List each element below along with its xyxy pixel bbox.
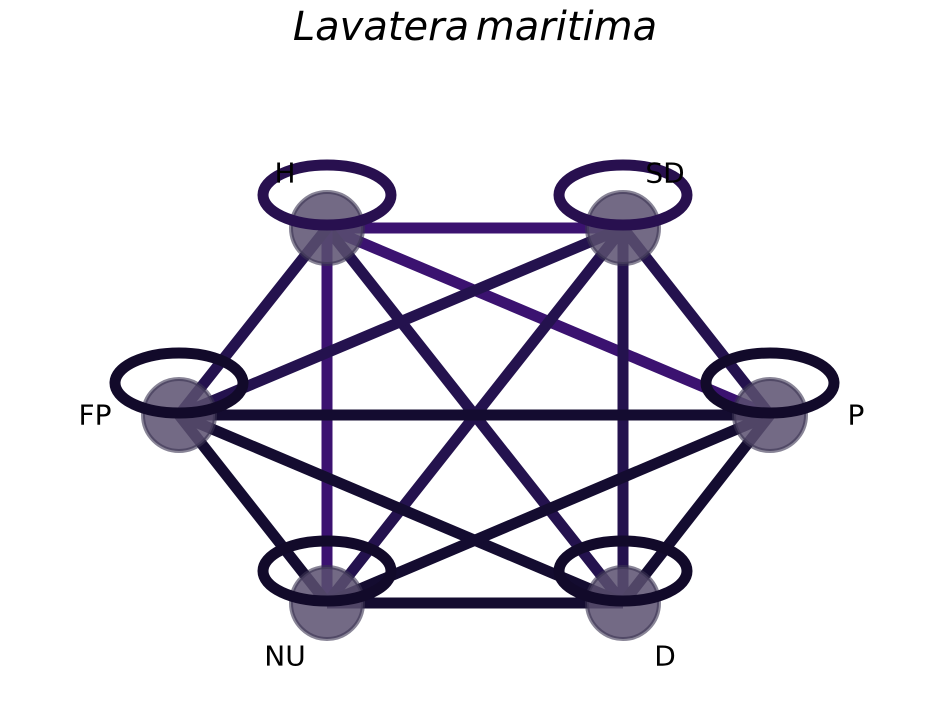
diagram-title: Lavatera maritima xyxy=(292,4,658,50)
edge-h-fp xyxy=(174,224,332,419)
self-loop-fp xyxy=(109,347,249,419)
edges-layer xyxy=(174,222,775,609)
node-label-fp: FP xyxy=(79,399,112,432)
node-label-nu: NU xyxy=(264,640,305,673)
self-loop-h xyxy=(257,159,397,231)
node-label-d: D xyxy=(654,640,676,673)
edge-nu-p xyxy=(324,409,773,609)
edge-fp-nu xyxy=(174,411,332,607)
node-label-p: P xyxy=(848,399,865,432)
edge-sd-p xyxy=(618,224,775,419)
labels-layer: H SD FP P NU D xyxy=(79,157,865,673)
self-loop-p xyxy=(700,347,840,419)
self-loop-sd xyxy=(553,159,693,231)
edge-fp-d xyxy=(176,409,626,609)
node-label-h: H xyxy=(274,157,295,190)
self-loop-nu xyxy=(257,535,397,607)
node-label-sd: SD xyxy=(645,157,684,190)
self-loop-d xyxy=(553,535,693,607)
self-loops-layer xyxy=(109,159,840,607)
edge-sd-fp xyxy=(176,222,626,421)
edge-d-p xyxy=(618,411,775,607)
